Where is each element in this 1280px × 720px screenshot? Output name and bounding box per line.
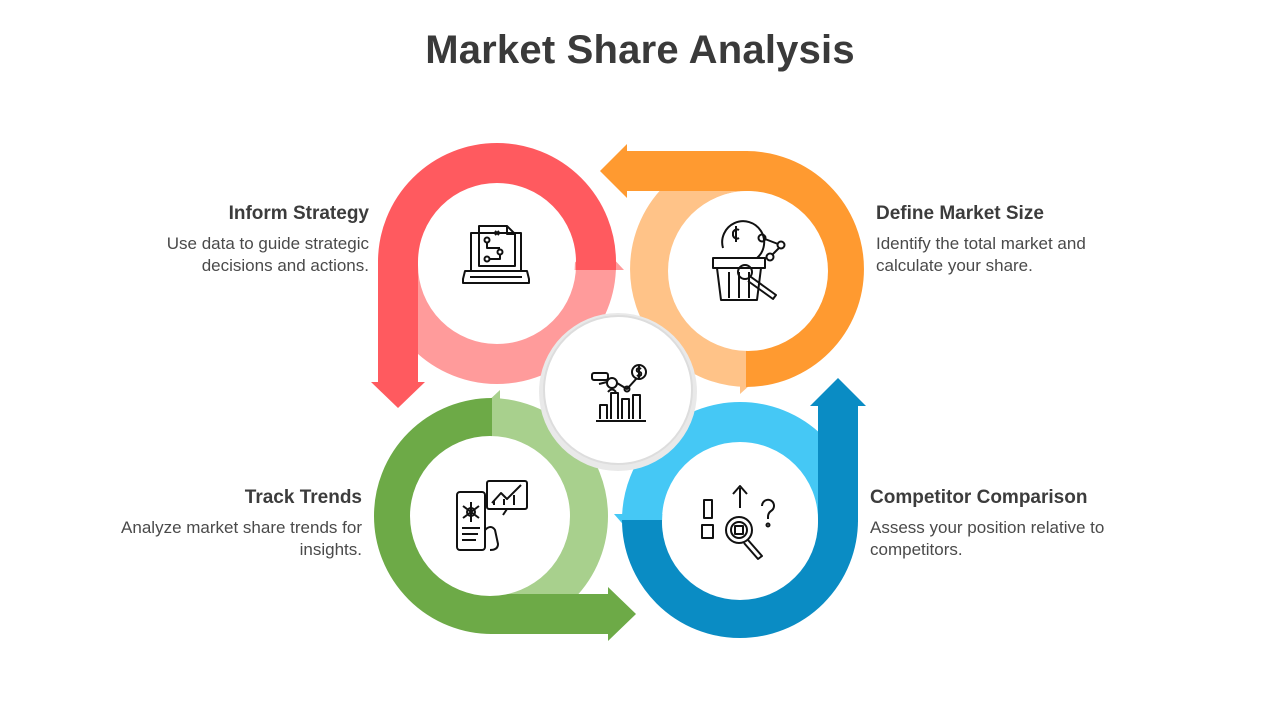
center-circle — [543, 315, 693, 465]
ring-inform-arrowhead — [371, 382, 425, 408]
step-description: Use data to guide strategic decisions an… — [166, 234, 369, 275]
ring-define-arrowhead — [600, 144, 627, 198]
step-description: Assess your position relative to competi… — [870, 518, 1105, 559]
step-description: Identify the total market and calculate … — [876, 234, 1086, 275]
ring-compare-dark-tail — [818, 404, 858, 522]
step-heading: Define Market Size — [876, 203, 1044, 224]
ring-inform-dark-arc — [378, 143, 616, 270]
ring-define-dark-tail — [627, 151, 748, 191]
ring-track-dark-arc — [374, 398, 493, 634]
ring-inform-strategy — [371, 143, 624, 408]
competitor-analysis-icon — [701, 485, 775, 560]
step-description: Analyze market share trends for insights… — [121, 518, 362, 559]
step-track-trends: Track Trends Analyze market share trends… — [112, 487, 362, 561]
step-heading: Inform Strategy — [228, 203, 369, 224]
ring-competitor-comparison — [614, 378, 866, 638]
ring-compare-arrowhead — [810, 378, 866, 406]
ring-compare-dark-arc — [622, 519, 858, 638]
market-basket-chart-icon — [712, 220, 786, 301]
circle-define — [668, 191, 828, 351]
ring-track-dark-tail — [490, 594, 610, 634]
laptop-strategy-icon — [462, 225, 530, 284]
ring-track-trends — [374, 390, 636, 641]
page-title: Market Share Analysis — [425, 28, 855, 72]
step-inform-strategy: Inform Strategy Use data to guide strate… — [130, 203, 369, 277]
step-heading: Track Trends — [244, 487, 362, 508]
ring-inform-dark-tail — [378, 260, 418, 382]
step-competitor-comparison: Competitor Comparison Assess your positi… — [870, 487, 1145, 561]
step-define-market-size: Define Market Size Identify the total ma… — [876, 203, 1126, 277]
ring-define-dark-arc — [745, 151, 864, 387]
step-heading: Competitor Comparison — [870, 487, 1088, 508]
ring-track-arrowhead — [608, 587, 636, 641]
ring-define-market-size — [600, 144, 864, 394]
circle-inform — [419, 184, 575, 340]
circle-track — [410, 436, 570, 596]
mobile-trend-chart-icon — [456, 480, 528, 551]
analytics-chart-icon — [591, 364, 647, 422]
